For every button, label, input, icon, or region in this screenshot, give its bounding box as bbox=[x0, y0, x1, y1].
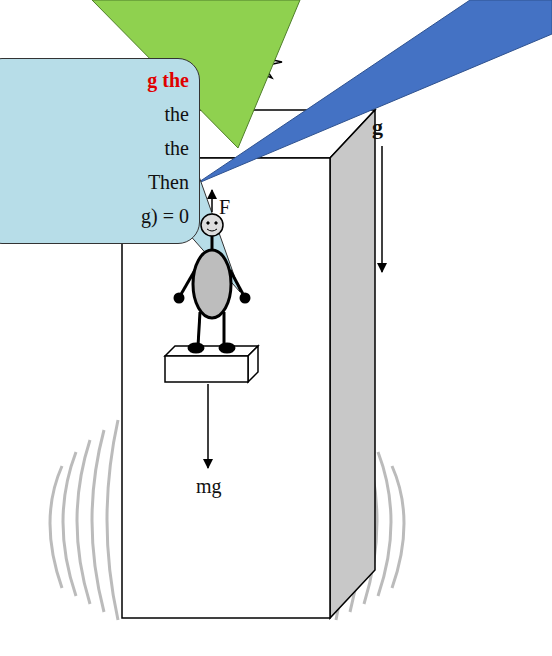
callout-box: g thethetheTheng) = 0 bbox=[0, 58, 200, 244]
callout-pointer bbox=[196, 0, 552, 184]
callout-text: the bbox=[0, 131, 189, 165]
force-label: F bbox=[219, 197, 230, 217]
callout-text: g the bbox=[0, 63, 189, 97]
weight-label: mg bbox=[196, 476, 222, 496]
elevator-side bbox=[330, 110, 375, 618]
gravity-label: g bbox=[372, 116, 383, 138]
step-block bbox=[165, 346, 258, 382]
weight-arrow bbox=[207, 384, 209, 468]
callout-text: Then bbox=[0, 165, 189, 199]
callout-text: g) = 0 bbox=[0, 199, 189, 233]
force-arrow bbox=[211, 190, 213, 212]
callout-text: the bbox=[0, 97, 189, 131]
gravity-arrow bbox=[381, 146, 383, 272]
